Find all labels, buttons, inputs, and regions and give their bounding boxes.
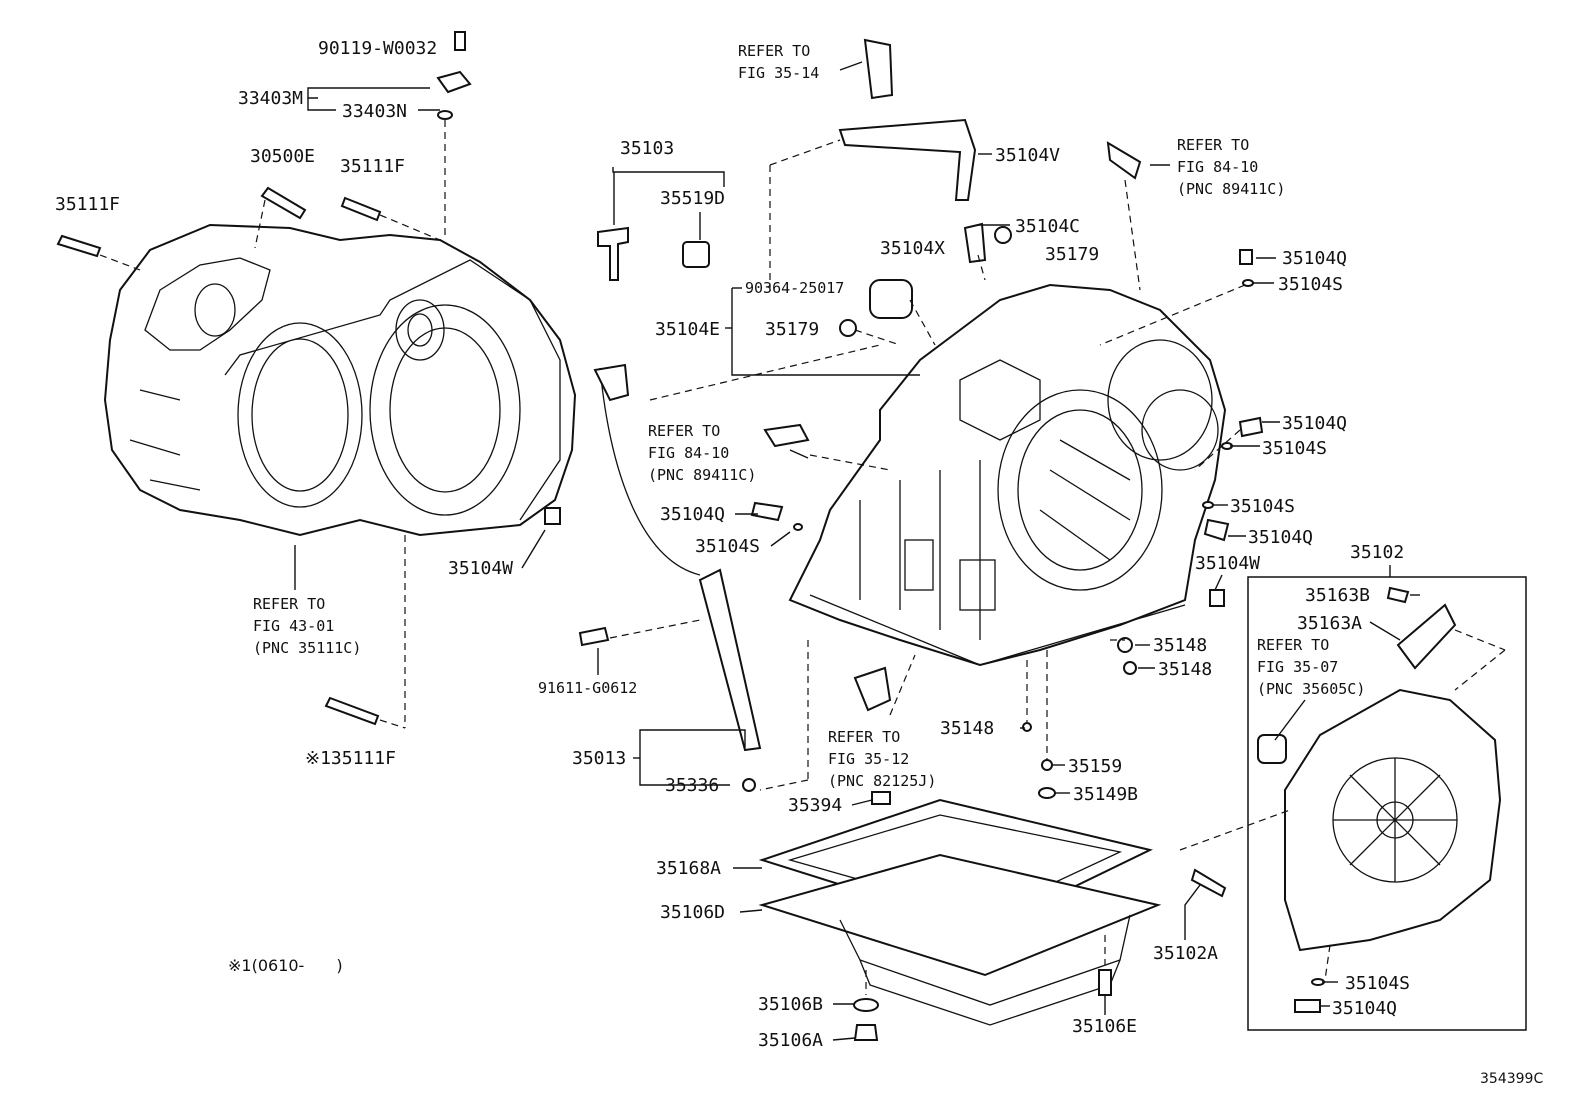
refer-figure: FIG 84-10 — [1177, 158, 1259, 176]
part-label-35013: 35013 — [572, 748, 627, 769]
part-label-90119-w0032: 90119-W0032 — [318, 38, 438, 59]
part-label-35111f-bottom: ※135111F — [305, 748, 396, 769]
part-label-35104s-1: 35104S — [1278, 274, 1344, 295]
refer-note-fig-84-10-mid: REFER TO FIG 84-10 (PNC 89411C) — [648, 420, 756, 486]
part-label-90364-25017: 90364-25017 — [745, 279, 845, 297]
part-label-35104q-3: 35104Q — [1248, 527, 1314, 548]
part-label-35179-left: 35179 — [765, 319, 820, 340]
part-label-35104s-4: 35104S — [695, 536, 761, 557]
refer-pnc: (PNC 89411C) — [648, 466, 757, 484]
footnote: ※1(0610- ) — [228, 956, 343, 975]
part-label-35104x: 35104X — [880, 238, 946, 259]
refer-figure: FIG 43-01 — [253, 617, 335, 635]
part-label-35103: 35103 — [620, 138, 675, 159]
part-label-35148-3: 35148 — [940, 718, 995, 739]
refer-line: REFER TO — [738, 42, 811, 60]
refer-figure: FIG 35-12 — [828, 750, 910, 768]
part-label-35104w-left: 35104W — [448, 558, 514, 579]
dashed-alignment-lines — [99, 120, 1506, 995]
refer-line: REFER TO — [648, 422, 721, 440]
part-label-35104s-3: 35104S — [1230, 496, 1296, 517]
cover-group-box — [1247, 576, 1527, 1031]
part-label-35104q-5: 35104Q — [1332, 998, 1398, 1019]
part-label-30500e: 30500E — [250, 146, 316, 167]
part-label-35104v: 35104V — [995, 145, 1061, 166]
refer-figure: FIG 35-14 — [738, 64, 820, 82]
oil-pan-drawing — [758, 798, 1162, 1026]
part-label-35104e: 35104E — [655, 319, 721, 340]
figure-code: 354399C — [1480, 1071, 1544, 1087]
part-label-35163a: 35163A — [1297, 613, 1363, 634]
part-label-35148-1: 35148 — [1153, 635, 1208, 656]
part-label-35394: 35394 — [788, 795, 843, 816]
part-label-35104w-right: 35104W — [1195, 553, 1261, 574]
part-label-35106a: 35106A — [758, 1030, 824, 1051]
part-label-35163b: 35163B — [1305, 585, 1371, 606]
leader-lines — [294, 61, 1420, 1041]
refer-note-fig-84-10-top: REFER TO FIG 84-10 (PNC 89411C) — [1177, 134, 1285, 200]
part-label-35104c: 35104C — [1015, 216, 1081, 237]
refer-figure: FIG 35-07 — [1257, 658, 1339, 676]
transaxle-housing-drawing — [103, 223, 577, 537]
refer-note-fig-43-01: REFER TO FIG 43-01 (PNC 35111C) — [253, 593, 361, 659]
refer-pnc: (PNC 89411C) — [1177, 180, 1286, 198]
part-label-35148-2: 35148 — [1158, 659, 1213, 680]
case-cover-drawing — [1257, 603, 1502, 952]
part-label-35159: 35159 — [1068, 756, 1123, 777]
refer-figure: FIG 84-10 — [648, 444, 730, 462]
part-label-91611-g0612: 91611-G0612 — [538, 679, 638, 697]
refer-line: REFER TO — [1177, 136, 1250, 154]
part-label-35104q-2: 35104Q — [1282, 413, 1348, 434]
refer-note-fig-35-14: REFER TO FIG 35-14 — [738, 40, 819, 84]
refer-note-fig-35-07: REFER TO FIG 35-07 (PNC 35605C) — [1257, 634, 1365, 700]
part-label-35102a: 35102A — [1153, 943, 1219, 964]
transaxle-case-drawing — [788, 283, 1227, 667]
refer-line: REFER TO — [253, 595, 326, 613]
part-label-35179-right: 35179 — [1045, 244, 1100, 265]
refer-note-fig-35-12: REFER TO FIG 35-12 (PNC 82125J) — [828, 726, 936, 792]
part-label-35168a: 35168A — [656, 858, 722, 879]
part-label-35106e: 35106E — [1072, 1016, 1138, 1037]
part-label-35149b: 35149B — [1073, 784, 1139, 805]
refer-pnc: (PNC 82125J) — [828, 772, 937, 790]
part-label-35104q-1: 35104Q — [1282, 248, 1348, 269]
part-label-33403m: 33403M — [238, 88, 304, 109]
part-label-35104s-2: 35104S — [1262, 438, 1328, 459]
part-label-35336: 35336 — [665, 775, 720, 796]
refer-pnc: (PNC 35605C) — [1257, 680, 1366, 698]
small-parts-drawing — [56, 31, 1410, 1041]
part-label-35106b: 35106B — [758, 994, 824, 1015]
part-label-33403n: 33403N — [342, 101, 408, 122]
part-label-35104s-5: 35104S — [1345, 973, 1411, 994]
refer-pnc: (PNC 35111C) — [253, 639, 362, 657]
part-label-35104q-4: 35104Q — [660, 504, 726, 525]
part-label-35519d: 35519D — [660, 188, 726, 209]
part-label-35102: 35102 — [1350, 542, 1405, 563]
part-label-35111f-top: 35111F — [340, 156, 406, 177]
refer-line: REFER TO — [828, 728, 901, 746]
part-label-35111f-left: 35111F — [55, 194, 121, 215]
part-label-35106d: 35106D — [660, 902, 726, 923]
refer-line: REFER TO — [1257, 636, 1330, 654]
